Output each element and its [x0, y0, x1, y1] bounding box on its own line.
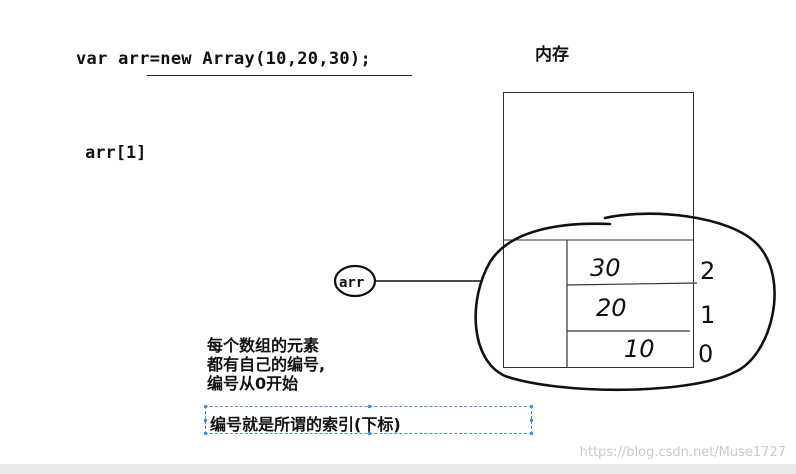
resize-handle-tm[interactable] — [368, 405, 371, 408]
code-declaration: var arr=new Array(10,20,30); — [76, 49, 371, 69]
resize-handle-br[interactable] — [530, 432, 533, 435]
arr-variable-label: arr — [339, 275, 364, 291]
memory-title: 内存 — [535, 45, 569, 65]
explanation-notes: 每个数组的元素 都有自己的编号, 编号从0开始 — [207, 336, 325, 393]
cell-index-2: 2 — [700, 257, 715, 285]
resize-handle-bl[interactable] — [204, 432, 207, 435]
cell-value-30: 30 — [590, 254, 621, 282]
array-highlight-loop — [474, 212, 776, 392]
watermark: https://blog.csdn.net/Muse1727 — [579, 445, 786, 460]
resize-handle-tl[interactable] — [204, 405, 207, 408]
note-line-1: 每个数组的元素 — [207, 336, 320, 355]
cell-value-20: 20 — [596, 294, 627, 322]
memory-block — [503, 92, 694, 368]
array-divider-1 — [566, 282, 698, 286]
index-note-text: 编号就是所谓的索引(下标) — [210, 415, 401, 434]
bottom-bar — [0, 464, 796, 474]
resize-handle-ml[interactable] — [204, 419, 207, 422]
resize-handle-mr[interactable] — [530, 419, 533, 422]
resize-handle-bm[interactable] — [368, 432, 371, 435]
index-note-textbox[interactable]: 编号就是所谓的索引(下标) — [204, 405, 533, 435]
code-index-access: arr[1] — [85, 143, 147, 163]
note-line-3: 编号从0开始 — [207, 374, 299, 393]
note-line-2: 都有自己的编号, — [207, 355, 326, 374]
cell-index-0: 0 — [698, 340, 713, 368]
cell-value-10: 10 — [624, 335, 655, 363]
resize-handle-tr[interactable] — [530, 405, 533, 408]
cell-index-1: 1 — [700, 301, 715, 329]
code-underline — [147, 75, 412, 76]
